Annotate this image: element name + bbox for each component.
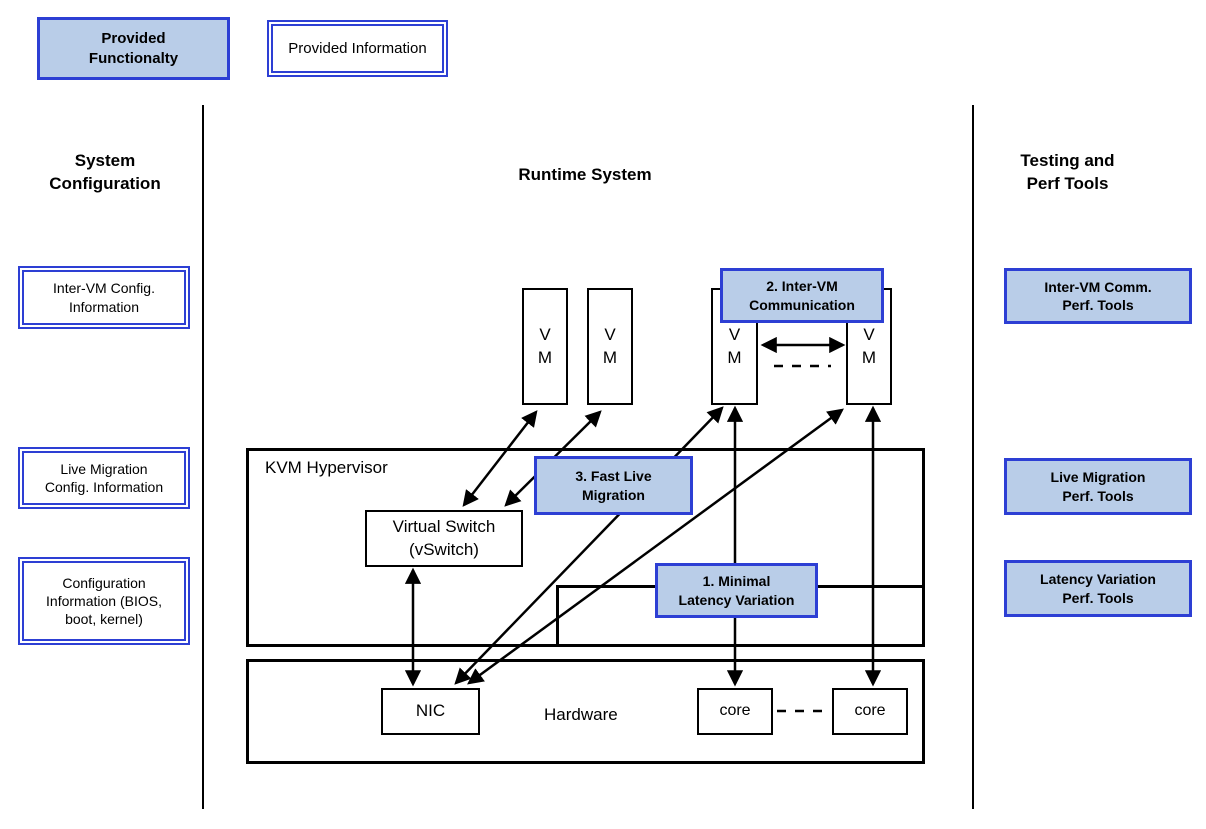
system-configuration-header: System Configuration: [49, 151, 161, 193]
vm-box-2: V M: [587, 288, 633, 405]
latency-variation-perf-tools-box: Latency Variation Perf. Tools: [1004, 560, 1192, 617]
virtual-switch-box: Virtual Switch (vSwitch): [365, 510, 523, 567]
core-box-1: core: [697, 688, 773, 735]
legend-provided-functionality: Provided Functionalty: [37, 17, 230, 80]
inter-vm-config-information-box: Inter-VM Config. Information: [18, 266, 190, 329]
highlight-inter-vm-communication: 2. Inter-VM Communication: [720, 268, 884, 323]
configuration-information-bios-box: Configuration Information (BIOS, boot, k…: [18, 557, 190, 645]
legend-provided-information: Provided Information: [267, 20, 448, 77]
testing-perf-tools-header: Testing and Perf Tools: [1020, 151, 1115, 193]
live-migration-perf-tools-box: Live Migration Perf. Tools: [1004, 458, 1192, 515]
highlight-fast-live-migration: 3. Fast Live Migration: [534, 456, 693, 515]
live-migration-config-information-box: Live Migration Config. Information: [18, 447, 190, 509]
highlight-minimal-latency-variation: 1. Minimal Latency Variation: [655, 563, 818, 618]
hardware-label: Hardware: [544, 705, 618, 724]
kvm-hypervisor-label: KVM Hypervisor: [265, 458, 388, 477]
nic-box: NIC: [381, 688, 480, 735]
inter-vm-comm-perf-tools-box: Inter-VM Comm. Perf. Tools: [1004, 268, 1192, 324]
runtime-system-header: Runtime System: [518, 165, 652, 184]
core-box-2: core: [832, 688, 908, 735]
hardware-box: Hardware: [246, 659, 925, 764]
vm-box-1: V M: [522, 288, 568, 405]
